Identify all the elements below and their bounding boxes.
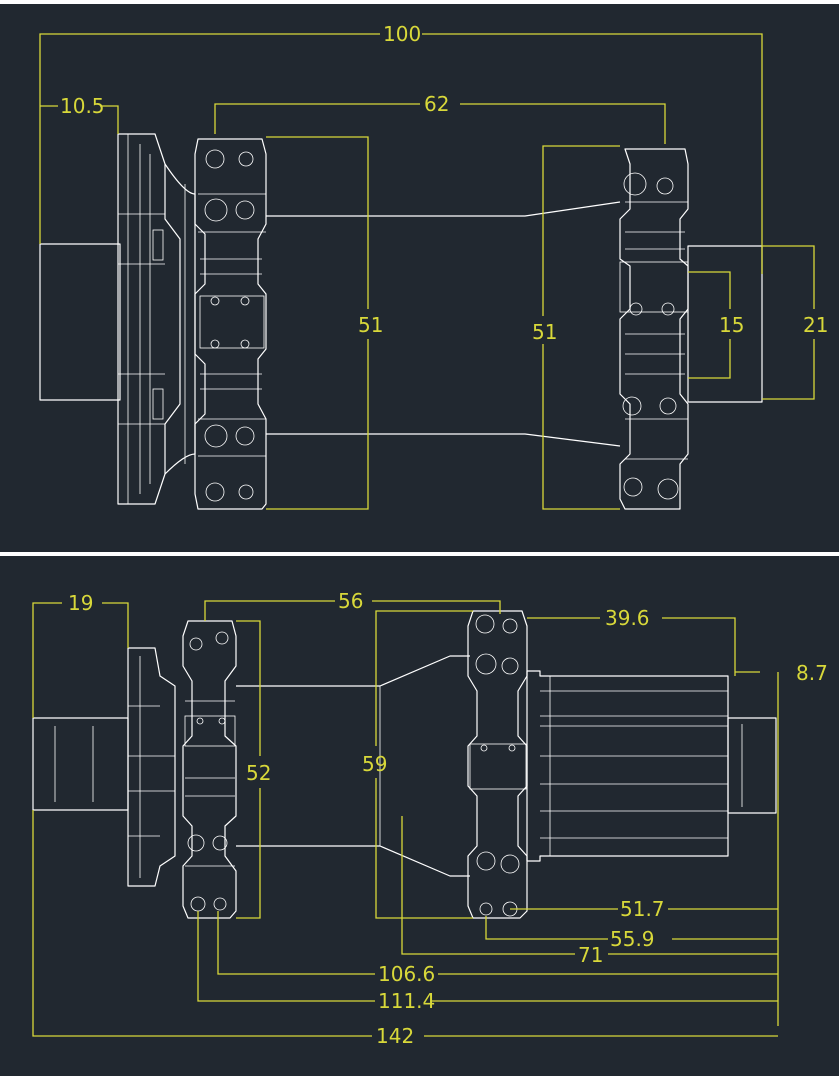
right-flange xyxy=(619,148,689,510)
dim-label-freehub-length: 39.6 xyxy=(605,606,650,630)
dim-label-left-offset: 10.5 xyxy=(60,94,105,118)
front-hub-dimension-labels: 100 10.5 62 51 51 15 21 xyxy=(60,22,828,344)
dim-label-flange-spacing: 62 xyxy=(424,92,449,116)
front-hub-drawing-panel: 100 10.5 62 51 51 15 21 xyxy=(0,4,839,552)
dim-label-flange-left: 52 xyxy=(246,761,271,785)
rotor-mount xyxy=(127,647,176,887)
dim-label-flange-right: 51 xyxy=(532,320,557,344)
rear-hub-dimensions xyxy=(32,600,779,1037)
rear-hub-drawing-panel: 19 56 39.6 8.7 52 59 51.7 55.9 71 106.6 … xyxy=(0,556,839,1076)
dim-label-left-offset: 19 xyxy=(68,591,93,615)
left-flange xyxy=(194,138,267,510)
dim-label-flange-spacing: 56 xyxy=(338,589,363,613)
dim-label-d1: 51.7 xyxy=(620,897,665,921)
dim-label-d3: 71 xyxy=(578,943,603,967)
right-axle-end xyxy=(727,717,777,814)
left-flange xyxy=(182,620,237,919)
dim-label-d4: 106.6 xyxy=(378,962,435,986)
dim-label-axle-inner: 15 xyxy=(719,313,744,337)
dim-label-overall: 100 xyxy=(383,22,421,46)
dim-label-d5: 111.4 xyxy=(378,989,435,1013)
rear-hub-drawing: 19 56 39.6 8.7 52 59 51.7 55.9 71 106.6 … xyxy=(32,589,828,1048)
right-axle-end xyxy=(687,245,763,403)
dim-label-overall: 142 xyxy=(376,1024,414,1048)
hub-shell xyxy=(266,201,621,447)
dim-label-axle-outer: 21 xyxy=(803,313,828,337)
rear-hub-dimension-labels: 19 56 39.6 8.7 52 59 51.7 55.9 71 106.6 … xyxy=(68,589,828,1048)
left-axle-end xyxy=(32,717,129,811)
right-flange xyxy=(467,610,528,919)
dim-label-end-cap: 8.7 xyxy=(796,661,828,685)
rear-hub-outline xyxy=(32,610,777,919)
hub-shell xyxy=(236,655,470,877)
left-axle-end xyxy=(39,243,121,401)
front-hub-dimensions xyxy=(39,33,815,510)
freehub-body xyxy=(526,670,729,862)
dim-label-flange-right: 59 xyxy=(362,752,387,776)
dim-label-d2: 55.9 xyxy=(610,927,655,951)
rotor-mount xyxy=(117,133,181,505)
front-hub-outline xyxy=(39,133,763,510)
front-hub-drawing: 100 10.5 62 51 51 15 21 xyxy=(39,22,828,510)
dim-label-flange-left: 51 xyxy=(358,313,383,337)
